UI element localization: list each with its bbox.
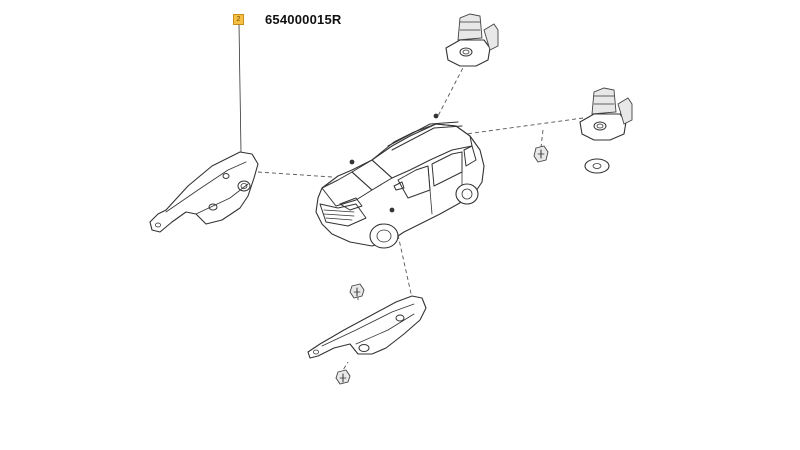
door-hinge-top: [445, 13, 499, 67]
callout-leader-line: [238, 24, 242, 153]
callout-badge[interactable]: 2: [233, 14, 244, 25]
vehicle-illustration: [315, 113, 485, 249]
bolt-lower-bottom: [335, 369, 351, 385]
connector-lines: [257, 61, 584, 376]
bolt-right: [533, 145, 549, 163]
washer-right: [584, 158, 610, 174]
door-hinge-right: [579, 87, 633, 141]
bonnet-hinge-left: [149, 151, 259, 233]
connector-left-hinge: [257, 171, 333, 178]
part-number-label[interactable]: 654000015R: [265, 12, 342, 27]
bolt-lower-top: [349, 283, 365, 299]
connector-right-bolt: [540, 129, 544, 148]
connector-right-hinge: [465, 117, 584, 135]
bonnet-hinge-lower: [307, 295, 427, 359]
connector-top-hinge: [437, 61, 467, 117]
connector-lower-hinge: [397, 234, 413, 299]
